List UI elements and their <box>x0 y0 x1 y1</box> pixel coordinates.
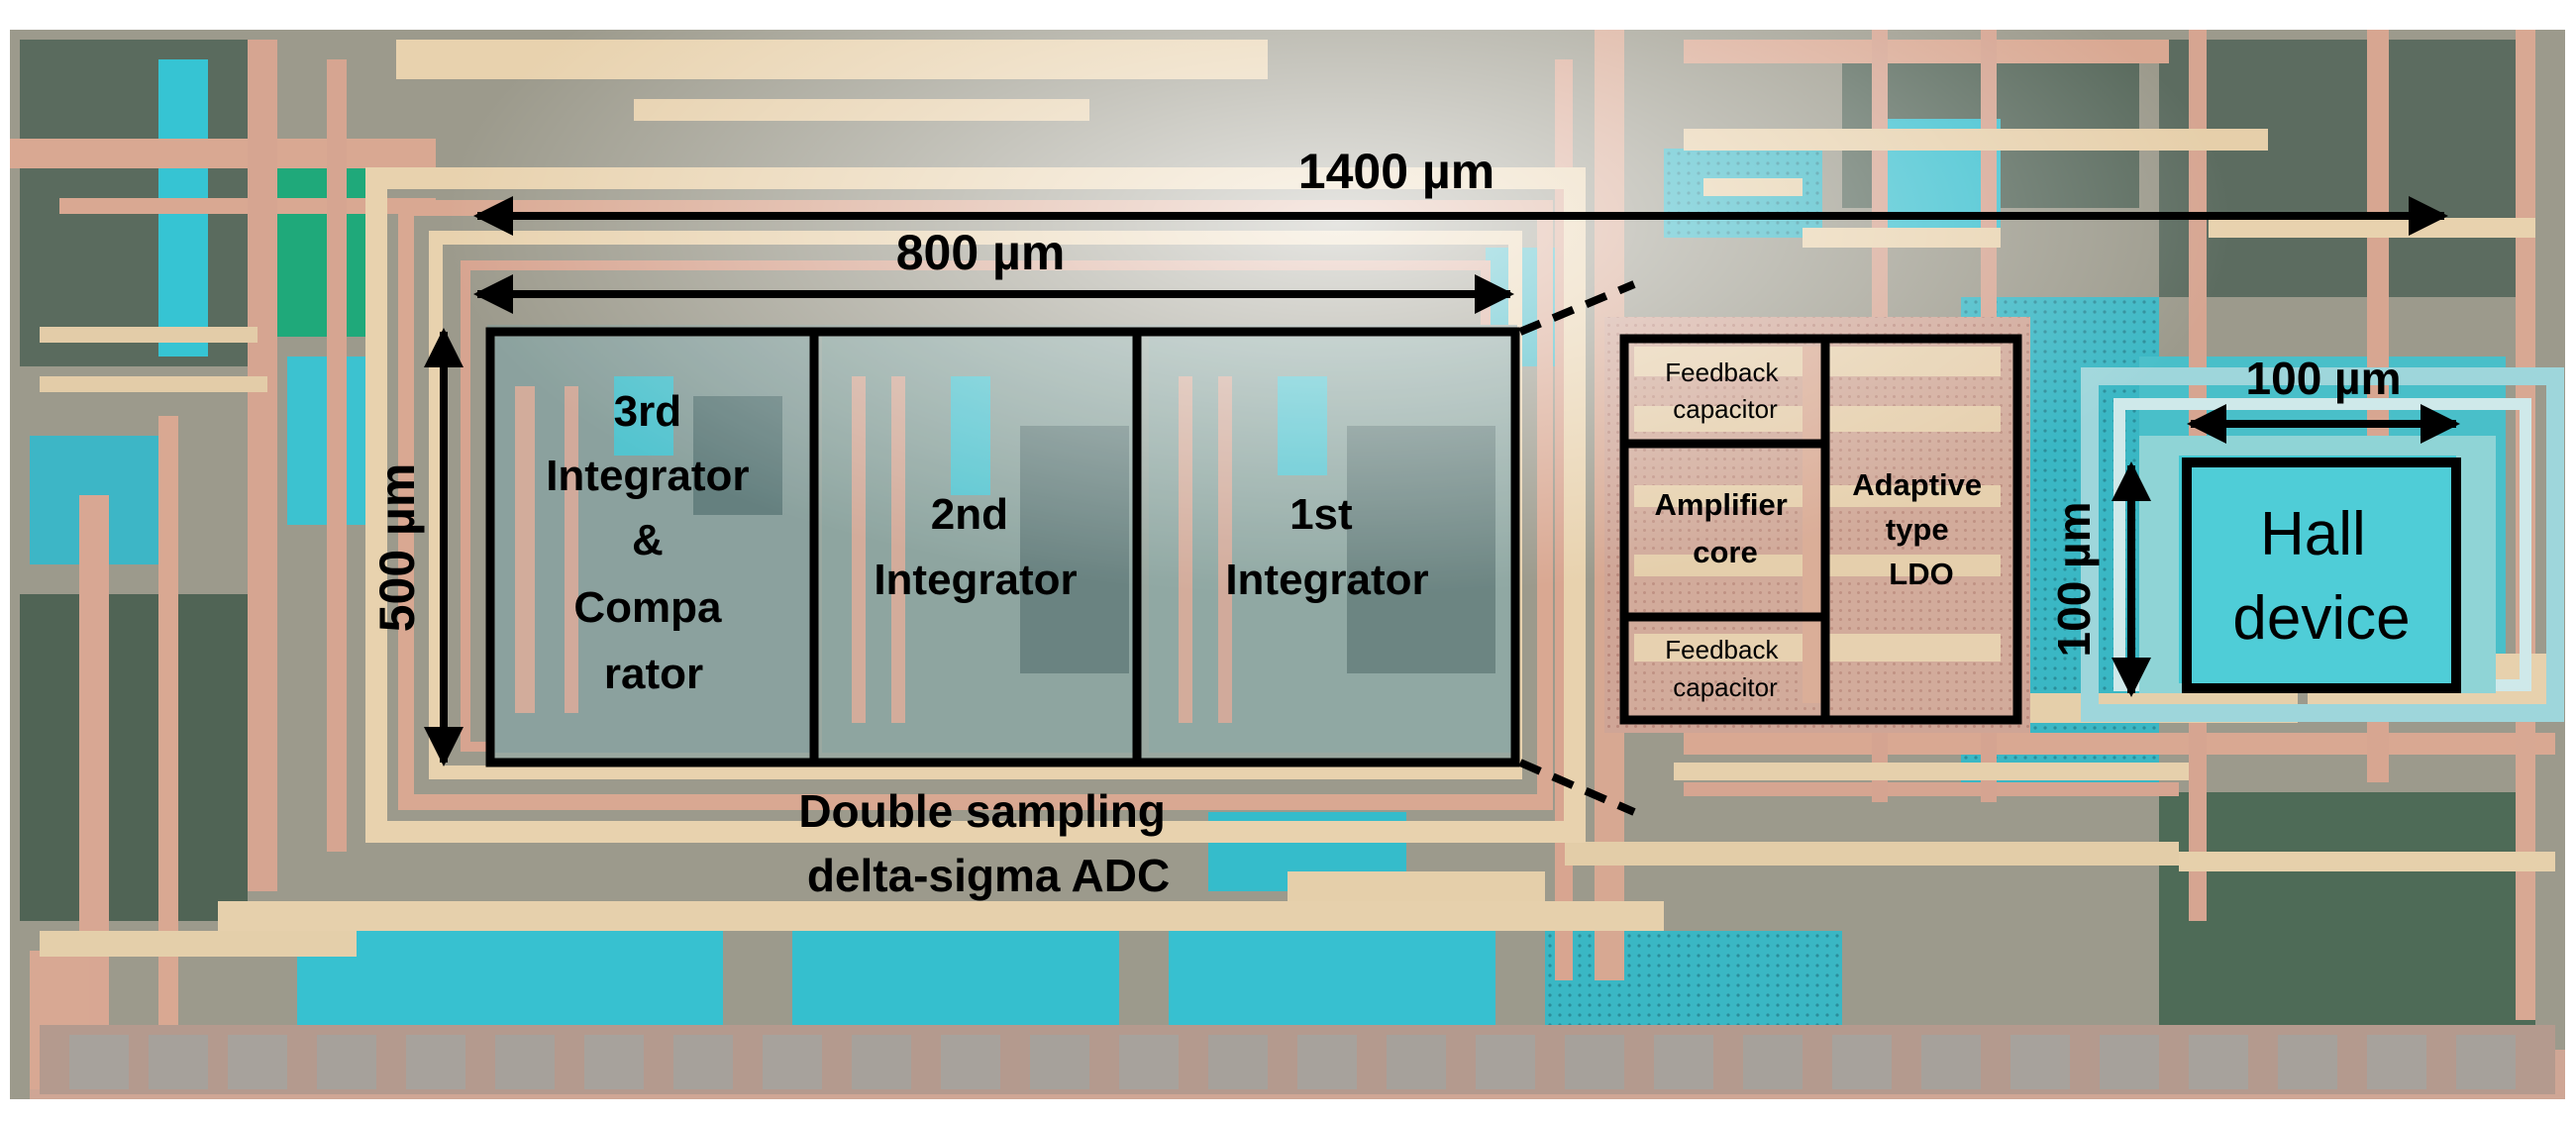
amplifier-ldo-block: Feedback capacitor Amplifier core Feedba… <box>1619 334 2022 725</box>
label-100-um-vertical: 100 µm <box>2048 502 2100 658</box>
second-integrator-label: 2nd Integrator <box>874 490 1077 604</box>
dimension-1400-um: 1400 µm <box>473 144 2448 236</box>
label-800-um: 800 µm <box>896 225 1066 280</box>
first-integrator-label: 1st Integrator <box>1225 490 1428 604</box>
adc-caption: Double sampling delta-sigma ADC <box>798 785 1178 901</box>
label-500-um: 500 µm <box>369 463 425 633</box>
delta-sigma-adc-block: 3rd Integrator & Compa rator 2nd Integra… <box>485 327 1520 901</box>
zoom-callout-lines <box>1518 280 1636 816</box>
dimension-800-um: 800 µm <box>473 225 1514 314</box>
feedback-capacitor-top-label: Feedback capacitor <box>1665 357 1785 424</box>
adaptive-ldo-label: Adaptive type LDO <box>1852 467 1991 591</box>
dimension-100-um-horizontal: 100 µm <box>2187 353 2460 444</box>
adc-outline <box>485 327 1520 767</box>
label-1400-um: 1400 µm <box>1298 144 1494 199</box>
dimension-500-um: 500 µm <box>369 328 464 766</box>
hall-device-outline <box>2182 458 2461 693</box>
amplifier-core-label: Amplifier core <box>1655 487 1797 569</box>
hall-device-block: Hall device <box>2182 458 2461 693</box>
dimension-100-um-vertical: 100 µm <box>2048 461 2151 697</box>
third-integrator-comparator-label: 3rd Integrator & Compa rator <box>546 387 762 698</box>
label-100-um-horizontal: 100 µm <box>2246 353 2402 404</box>
hall-device-label: Hall device <box>2232 500 2410 653</box>
feedback-capacitor-bottom-label: Feedback capacitor <box>1665 635 1785 702</box>
